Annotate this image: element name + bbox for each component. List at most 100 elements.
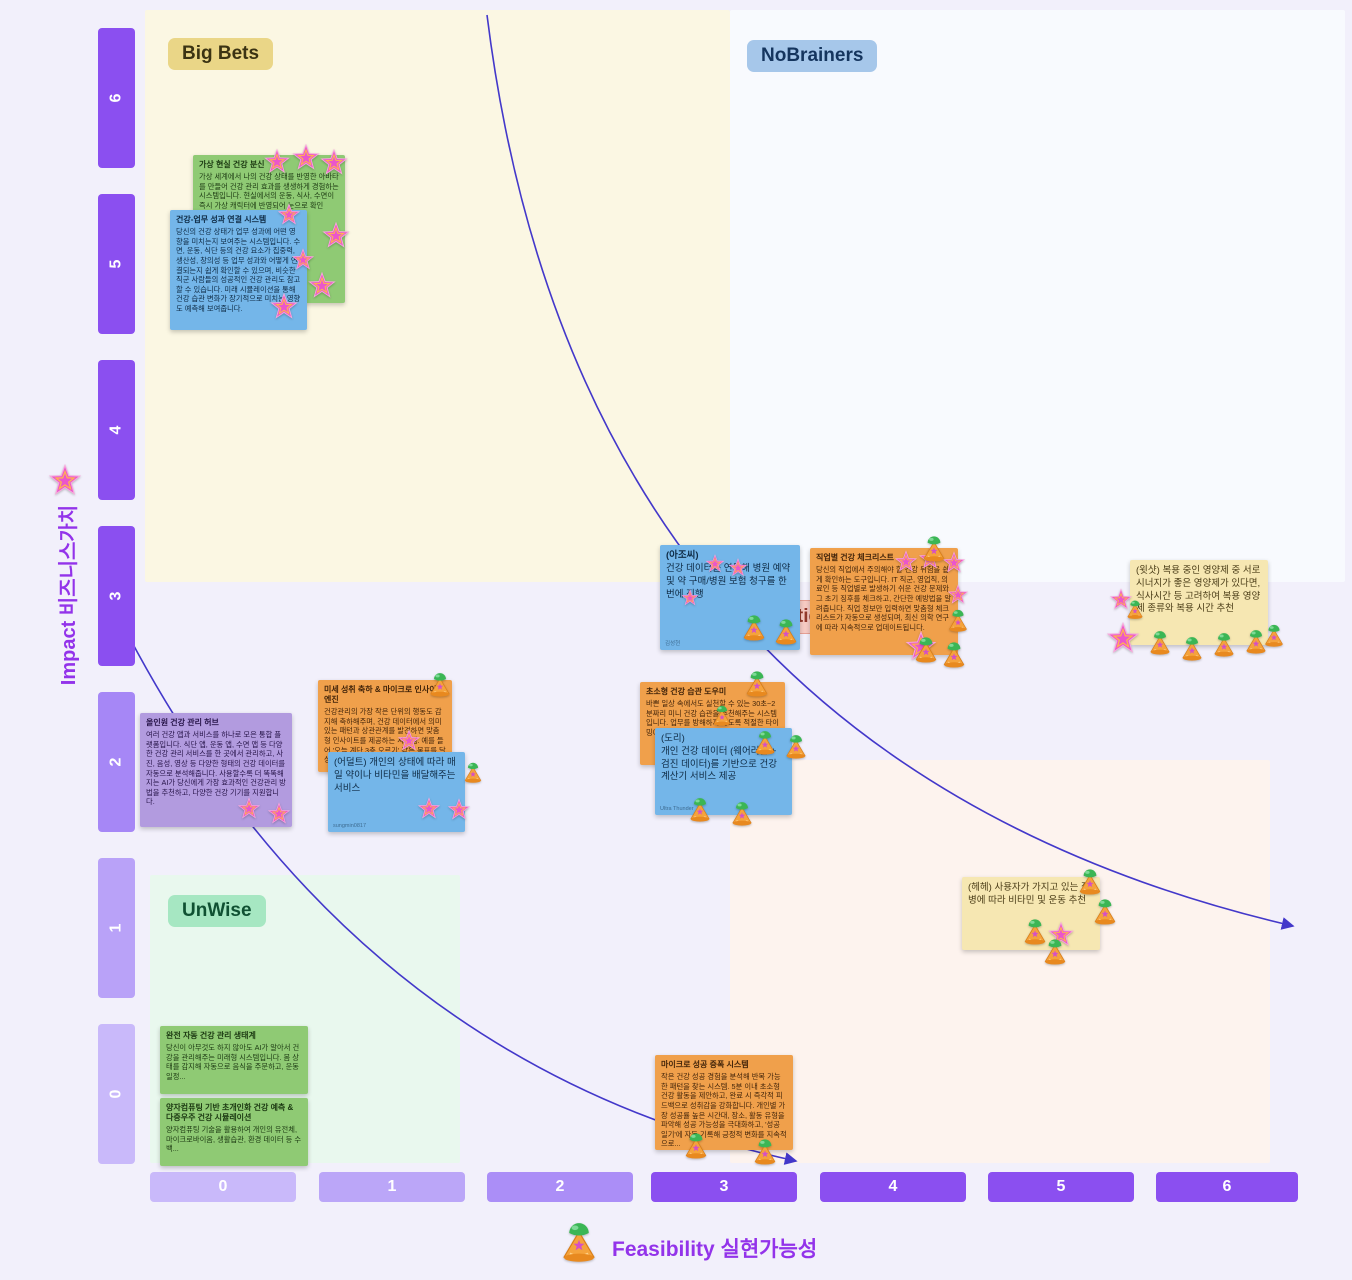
ufo-sticker-icon[interactable] bbox=[681, 1130, 711, 1160]
y-tick-2: 2 bbox=[98, 692, 135, 832]
star-sticker-icon[interactable] bbox=[306, 270, 338, 302]
note-job-health-checklist[interactable]: 직업별 건강 체크리스트 당신의 직업에서 주의해야 할 건강 위험을 쉽게 확… bbox=[810, 548, 958, 655]
star-sticker-icon[interactable] bbox=[236, 796, 262, 822]
note-author: sungmin0817 bbox=[333, 823, 367, 829]
y-tick-label: 5 bbox=[107, 259, 125, 269]
star-sticker-icon[interactable] bbox=[46, 462, 84, 500]
star-sticker-icon[interactable] bbox=[262, 147, 292, 177]
note-body: 당신의 건강 상태가 업무 성과에 어떤 영향을 미치는지 보여주는 시스템입니… bbox=[176, 227, 301, 313]
star-sticker-icon[interactable] bbox=[266, 801, 292, 827]
utilities-region bbox=[730, 760, 1270, 1163]
note-author: 김성현 bbox=[665, 641, 681, 647]
ufo-sticker-icon[interactable] bbox=[1178, 634, 1206, 662]
y-tick-label: 0 bbox=[107, 1089, 125, 1099]
star-sticker-icon[interactable] bbox=[396, 728, 422, 754]
ufo-sticker-icon[interactable] bbox=[945, 607, 971, 633]
ufo-sticker-icon[interactable] bbox=[686, 795, 714, 823]
note-body: 여러 건강 앱과 서비스를 하나로 모은 통합 플랫폼입니다. 식단 앱, 운동… bbox=[146, 730, 286, 807]
star-sticker-icon[interactable] bbox=[704, 553, 726, 575]
x-tick-label: 2 bbox=[555, 1178, 565, 1195]
note-body: (헤헤) 사용자가 가지고 있는 질병에 따라 비타민 및 운동 추천 bbox=[968, 882, 1090, 906]
ufo-sticker-icon[interactable] bbox=[728, 799, 756, 827]
ufo-sticker-icon[interactable] bbox=[751, 728, 779, 756]
ufo-sticker-icon[interactable] bbox=[911, 634, 941, 664]
ufo-sticker-icon[interactable] bbox=[1261, 622, 1287, 648]
note-body: 가상 세계에서 나의 건강 상태를 반영한 아바타를 만들어 건강 관리 효과를… bbox=[199, 172, 339, 210]
x-tick-2: 2 bbox=[487, 1172, 633, 1202]
note-all-in-one-health-hub[interactable]: 올인원 건강 관리 허브 여러 건강 앱과 서비스를 하나로 모은 통합 플랫폼… bbox=[140, 713, 292, 827]
quadrant-label-nobrainers[interactable]: NoBrainers bbox=[747, 40, 878, 72]
ufo-sticker-icon[interactable] bbox=[1040, 936, 1070, 966]
x-axis-label: Feasibility 실현가능성 bbox=[612, 1238, 818, 1261]
star-sticker-icon[interactable] bbox=[320, 220, 352, 252]
star-sticker-icon[interactable] bbox=[893, 549, 919, 575]
note-title: 직업별 건강 체크리스트 bbox=[816, 553, 895, 562]
y-tick-5: 5 bbox=[98, 194, 135, 334]
quadrant-label-unwise[interactable]: UnWise bbox=[168, 895, 266, 927]
x-tick-1: 1 bbox=[319, 1172, 465, 1202]
note-title: 올인원 건강 관리 허브 bbox=[146, 718, 219, 727]
star-sticker-icon[interactable] bbox=[318, 147, 350, 179]
x-tick-label: 5 bbox=[1056, 1178, 1066, 1195]
ufo-sticker-icon[interactable] bbox=[461, 760, 485, 784]
note-body: 당신의 직업에서 주의해야 할 건강 위험을 쉽게 확인하는 도구입니다. IT… bbox=[816, 565, 952, 632]
star-sticker-icon[interactable] bbox=[446, 797, 472, 823]
note-micro-success-amplifier[interactable]: 마이크로 성공 증폭 시스템 작은 건강 성공 경험을 분석해 반복 가능한 패… bbox=[655, 1055, 793, 1150]
note-adult-vitamin-delivery[interactable]: (어덜트) 개인의 상태에 따라 매일 약이나 비타민을 배달해주는 서비스 s… bbox=[328, 752, 465, 832]
note-author: Ultra Thunder bbox=[660, 806, 694, 812]
note-witshot-supplement-synergy[interactable]: (윗샷) 복용 중인 영양제 중 서로 시너지가 좋은 영양제가 있다면, 식사… bbox=[1130, 560, 1268, 645]
y-tick-3: 3 bbox=[98, 526, 135, 666]
star-sticker-icon[interactable] bbox=[268, 291, 300, 323]
x-tick-label: 1 bbox=[387, 1178, 397, 1195]
x-tick-label: 6 bbox=[1222, 1178, 1232, 1195]
note-title: 초소형 건강 습관 도우미 bbox=[646, 687, 727, 696]
star-sticker-icon[interactable] bbox=[680, 588, 700, 608]
nobrainers-region bbox=[730, 10, 1345, 582]
note-title: 건강-업무 성과 연결 시스템 bbox=[176, 215, 267, 224]
note-body: 양자컴퓨팅 기술을 활용하여 개인의 유전체, 마이크로바이옴, 생활습관, 환… bbox=[166, 1125, 302, 1154]
x-tick-5: 5 bbox=[988, 1172, 1134, 1202]
note-quantum-health-simulation[interactable]: 양자컴퓨팅 기반 초개인화 건강 예측 & 다중우주 건강 시뮬레이션 양자컴퓨… bbox=[160, 1098, 308, 1166]
y-tick-label: 2 bbox=[107, 757, 125, 767]
ufo-sticker-icon[interactable] bbox=[426, 670, 454, 698]
note-body: 건강 데이터를 연동해 병원 예약 및 약 구매/병원 보험 청구를 한번에 진… bbox=[666, 562, 791, 600]
y-tick-0: 0 bbox=[98, 1024, 135, 1164]
ufo-sticker-icon[interactable] bbox=[710, 703, 734, 727]
x-tick-6: 6 bbox=[1156, 1172, 1298, 1202]
x-tick-label: 0 bbox=[218, 1178, 228, 1195]
note-title: 완전 자동 건강 관리 생태계 bbox=[166, 1031, 256, 1040]
ufo-sticker-icon[interactable] bbox=[742, 668, 772, 698]
ufo-sticker-icon[interactable] bbox=[739, 612, 769, 642]
star-sticker-icon[interactable] bbox=[276, 202, 302, 228]
y-tick-1: 1 bbox=[98, 858, 135, 998]
note-body: (윗샷) 복용 중인 영양제 중 서로 시너지가 좋은 영양제가 있다면, 식사… bbox=[1136, 565, 1261, 615]
x-tick-label: 4 bbox=[888, 1178, 898, 1195]
quadrant-label-big-bets[interactable]: Big Bets bbox=[168, 38, 274, 70]
ufo-sticker-icon[interactable] bbox=[919, 533, 949, 563]
note-dori-health-calculator[interactable]: (도리)개인 건강 데이터 (웨어러블 + 검진 데이터)를 기반으로 건강 계… bbox=[655, 728, 792, 815]
ufo-sticker-icon[interactable] bbox=[939, 639, 969, 669]
star-sticker-icon[interactable] bbox=[946, 583, 970, 607]
star-sticker-icon[interactable] bbox=[727, 557, 749, 579]
note-title: 미세 성취 축하 & 마이크로 인사이트 엔진 bbox=[324, 685, 444, 704]
ufo-sticker-icon[interactable] bbox=[1090, 896, 1120, 926]
note-body: 당신이 아무것도 하지 않아도 AI가 알아서 건강을 관리해주는 미래형 시스… bbox=[166, 1043, 300, 1081]
note-ajossi-hospital-booking[interactable]: (아조씨) 건강 데이터를 연동해 병원 예약 및 약 구매/병원 보험 청구를… bbox=[660, 545, 800, 650]
x-tick-label: 3 bbox=[719, 1178, 729, 1195]
ufo-sticker-icon[interactable] bbox=[1124, 598, 1146, 620]
ufo-sticker-icon[interactable] bbox=[750, 1136, 780, 1166]
star-sticker-icon[interactable] bbox=[416, 796, 442, 822]
ufo-sticker-icon[interactable] bbox=[556, 1218, 602, 1264]
x-tick-0: 0 bbox=[150, 1172, 296, 1202]
ufo-sticker-icon[interactable] bbox=[1210, 630, 1238, 658]
ufo-sticker-icon[interactable] bbox=[1146, 628, 1174, 656]
y-tick-label: 4 bbox=[107, 425, 125, 435]
note-full-auto-health-ecosystem[interactable]: 완전 자동 건강 관리 생태계 당신이 아무것도 하지 않아도 AI가 알아서 … bbox=[160, 1026, 308, 1094]
star-sticker-icon[interactable] bbox=[1104, 620, 1142, 658]
y-tick-label: 1 bbox=[107, 923, 125, 933]
ufo-sticker-icon[interactable] bbox=[771, 616, 801, 646]
y-tick-label: 3 bbox=[107, 591, 125, 601]
ufo-sticker-icon[interactable] bbox=[1075, 866, 1105, 896]
ufo-sticker-icon[interactable] bbox=[782, 732, 810, 760]
note-title: 가상 현실 건강 분신 bbox=[199, 160, 265, 169]
